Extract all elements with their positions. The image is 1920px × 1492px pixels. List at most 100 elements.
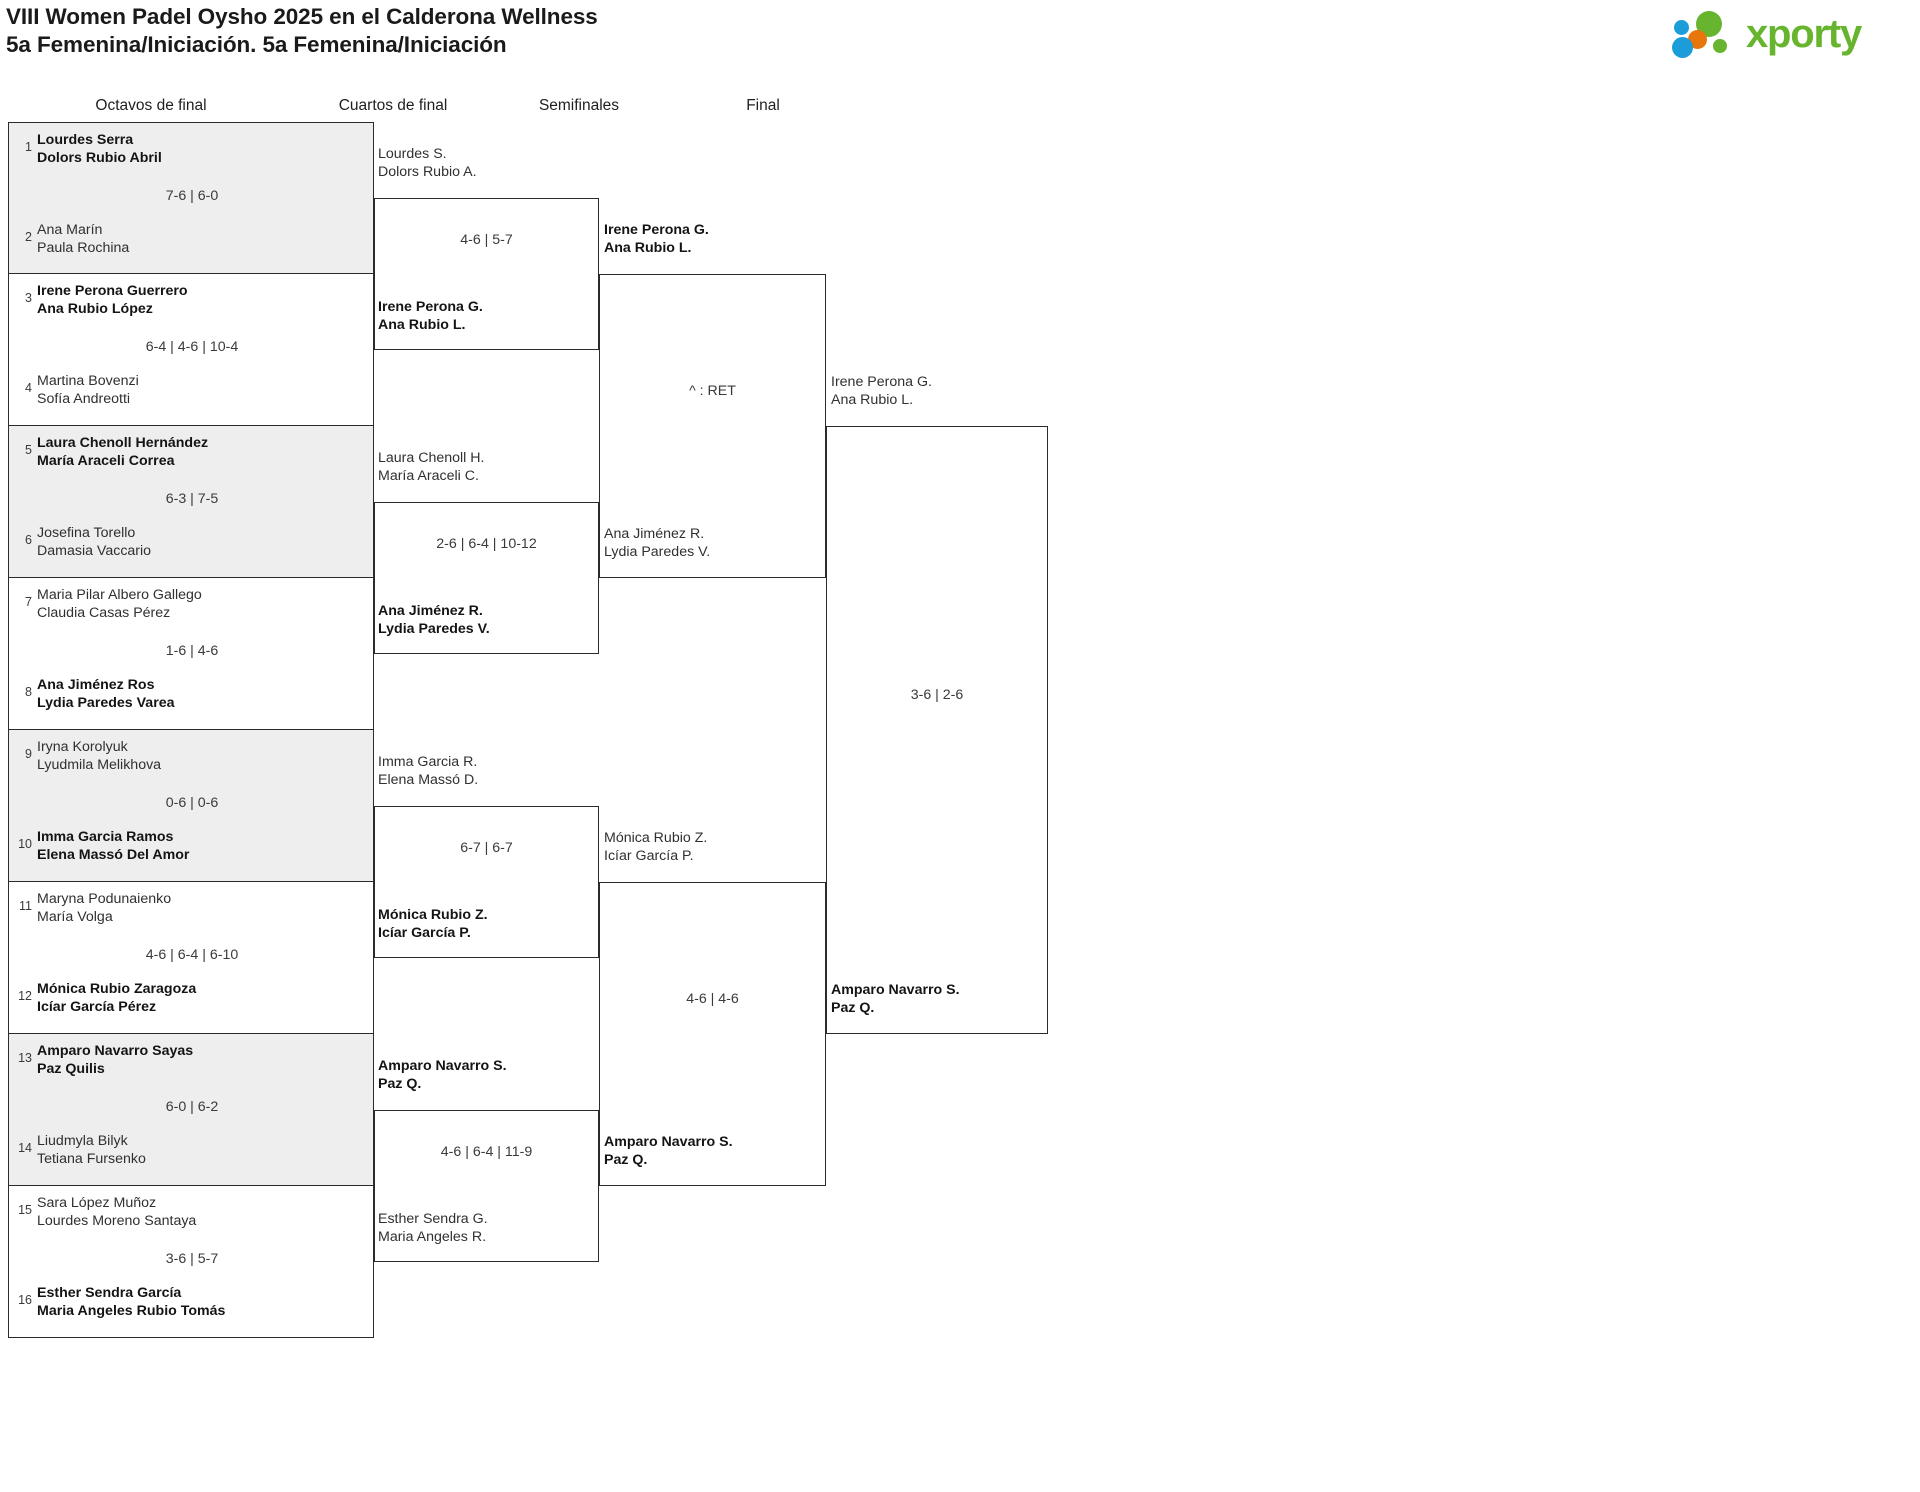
team-name: Maryna Podunaienko bbox=[37, 891, 172, 907]
team-name: Lyudmila Melikhova bbox=[37, 757, 162, 773]
team-name: Sofía Andreotti bbox=[37, 391, 131, 407]
seed-number: 11 bbox=[19, 899, 32, 913]
team-name: Lourdes S. bbox=[378, 146, 447, 162]
team-name: María Araceli Correa bbox=[37, 453, 175, 469]
r1-match-4[interactable]: 7 Maria Pilar Albero Gallego Claudia Cas… bbox=[8, 578, 374, 730]
seed-number: 12 bbox=[18, 989, 32, 1003]
logo-dot-green-small bbox=[1713, 39, 1727, 53]
team-name: Maria Pilar Albero Gallego bbox=[37, 587, 202, 603]
r1-match-3[interactable]: 5 Laura Chenoll Hernández María Araceli … bbox=[8, 426, 374, 578]
match-score: 0-6 | 0-6 bbox=[165, 795, 219, 811]
team-name: Imma Garcia Ramos bbox=[37, 829, 174, 845]
team-name: Josefina Torello bbox=[37, 525, 136, 541]
team-name: Liudmyla Bilyk bbox=[37, 1133, 128, 1149]
logo-dot-blue-large bbox=[1672, 37, 1693, 58]
team-name: Paula Rochina bbox=[37, 240, 130, 256]
match-score: 6-0 | 6-2 bbox=[165, 1099, 219, 1115]
r2-match-1-box[interactable] bbox=[374, 198, 599, 350]
team-name: Lydia Paredes V. bbox=[378, 621, 490, 637]
match-score: 3-6 | 2-6 bbox=[910, 687, 964, 703]
page-title: VIII Women Padel Oysho 2025 en el Calder… bbox=[6, 3, 598, 59]
team-name: Icíar García P. bbox=[378, 925, 471, 941]
team-name: María Volga bbox=[37, 909, 113, 925]
match-score: 6-3 | 7-5 bbox=[165, 491, 219, 507]
team-name: Ana Jiménez Ros bbox=[37, 677, 155, 693]
team-name: Sara López Muñoz bbox=[37, 1195, 157, 1211]
match-score: 7-6 | 6-0 bbox=[165, 188, 219, 204]
seed-number: 14 bbox=[18, 1141, 32, 1155]
seed-number: 8 bbox=[25, 685, 32, 699]
r1-match-2[interactable]: 3 Irene Perona Guerrero Ana Rubio López … bbox=[8, 274, 374, 426]
team-name: María Araceli C. bbox=[378, 468, 479, 484]
seed-number: 5 bbox=[25, 443, 32, 457]
team-name: Esther Sendra G. bbox=[378, 1211, 488, 1227]
xporty-logo[interactable]: xporty bbox=[1670, 8, 1902, 60]
r1-match-1[interactable]: 1 Lourdes Serra Dolors Rubio Abril 7-6 |… bbox=[8, 122, 374, 274]
team-name: Elena Massó Del Amor bbox=[37, 847, 190, 863]
r4-final-box[interactable] bbox=[826, 426, 1048, 1034]
seed-number: 10 bbox=[18, 837, 32, 851]
match-score: ^ : RET bbox=[689, 383, 736, 399]
team-name: Mónica Rubio Z. bbox=[604, 830, 708, 846]
team-name: Ana Jiménez R. bbox=[378, 603, 483, 619]
team-name: Iryna Korolyuk bbox=[37, 739, 128, 755]
seed-number: 2 bbox=[25, 230, 32, 244]
team-name: Ana Rubio L. bbox=[604, 240, 692, 256]
team-name: Amparo Navarro Sayas bbox=[37, 1043, 194, 1059]
team-name: Laura Chenoll Hernández bbox=[37, 435, 209, 451]
team-name: Ana Rubio López bbox=[37, 301, 153, 317]
match-score: 6-7 | 6-7 bbox=[460, 840, 513, 856]
r2-match-3-box[interactable] bbox=[374, 806, 599, 958]
team-name: Paz Quilis bbox=[37, 1061, 105, 1077]
team-name: Icíar García P. bbox=[604, 848, 694, 864]
team-name: Ana Jiménez R. bbox=[604, 526, 705, 542]
team-name: Paz Q. bbox=[378, 1076, 422, 1092]
page-header: VIII Women Padel Oysho 2025 en el Calder… bbox=[0, 0, 1920, 72]
team-name: Martina Bovenzi bbox=[37, 373, 139, 389]
match-score: 4-6 | 6-4 | 6-10 bbox=[145, 947, 239, 963]
seed-number: 6 bbox=[25, 533, 32, 547]
r1-match-6[interactable]: 11 Maryna Podunaienko María Volga 4-6 | … bbox=[8, 882, 374, 1034]
tournament-title-line2: 5a Femenina/Iniciación. 5a Femenina/Inic… bbox=[6, 32, 507, 58]
match-score: 2-6 | 6-4 | 10-12 bbox=[436, 536, 537, 552]
team-name: Irene Perona G. bbox=[378, 299, 483, 315]
logo-wordmark: xporty bbox=[1746, 12, 1862, 56]
team-name: Laura Chenoll H. bbox=[378, 450, 485, 466]
seed-number: 7 bbox=[25, 595, 32, 609]
r1-match-8[interactable]: 15 Sara López Muñoz Lourdes Moreno Santa… bbox=[8, 1186, 374, 1338]
match-score: 1-6 | 4-6 bbox=[165, 643, 219, 659]
team-name: Mónica Rubio Z. bbox=[378, 907, 488, 923]
round-heading-semifinales: Semifinales bbox=[538, 97, 620, 114]
logo-dot-blue-small bbox=[1674, 20, 1689, 35]
team-name: Ana Rubio L. bbox=[831, 392, 914, 408]
team-name: Tetiana Fursenko bbox=[37, 1151, 146, 1167]
r2-match-4-box[interactable] bbox=[374, 1110, 599, 1262]
team-name: Lydia Paredes Varea bbox=[37, 695, 175, 711]
team-name: Elena Massó D. bbox=[378, 772, 479, 788]
round-heading-octavos: Octavos de final bbox=[95, 97, 207, 114]
r2-match-2-box[interactable] bbox=[374, 502, 599, 654]
team-name: Dolors Rubio Abril bbox=[37, 150, 162, 166]
r1-match-5[interactable]: 9 Iryna Korolyuk Lyudmila Melikhova 0-6 … bbox=[8, 730, 374, 882]
team-name: Damasia Vaccario bbox=[37, 543, 152, 559]
team-name: Maria Angeles R. bbox=[378, 1229, 487, 1245]
team-name: Claudia Casas Pérez bbox=[37, 605, 171, 621]
team-name: Lourdes Moreno Santaya bbox=[37, 1213, 197, 1229]
match-score: 4-6 | 4-6 bbox=[686, 991, 739, 1007]
round-heading-final: Final bbox=[746, 97, 780, 114]
team-name: Lydia Paredes V. bbox=[604, 544, 711, 560]
team-name: Irene Perona G. bbox=[604, 222, 709, 238]
seed-number: 15 bbox=[18, 1203, 32, 1217]
seed-number: 4 bbox=[25, 381, 32, 395]
team-name: Lourdes Serra bbox=[37, 132, 134, 148]
r3-match-1-box[interactable] bbox=[599, 274, 826, 578]
team-name: Ana Rubio L. bbox=[378, 317, 466, 333]
tournament-title-line1: VIII Women Padel Oysho 2025 en el Calder… bbox=[6, 4, 598, 29]
seed-number: 13 bbox=[18, 1051, 32, 1065]
r1-match-7[interactable]: 13 Amparo Navarro Sayas Paz Quilis 6-0 |… bbox=[8, 1034, 374, 1186]
team-name: Amparo Navarro S. bbox=[378, 1058, 507, 1074]
r3-match-2-box[interactable] bbox=[599, 882, 826, 1186]
team-name: Mónica Rubio Zaragoza bbox=[37, 981, 197, 997]
team-name: Esther Sendra García bbox=[37, 1285, 182, 1301]
